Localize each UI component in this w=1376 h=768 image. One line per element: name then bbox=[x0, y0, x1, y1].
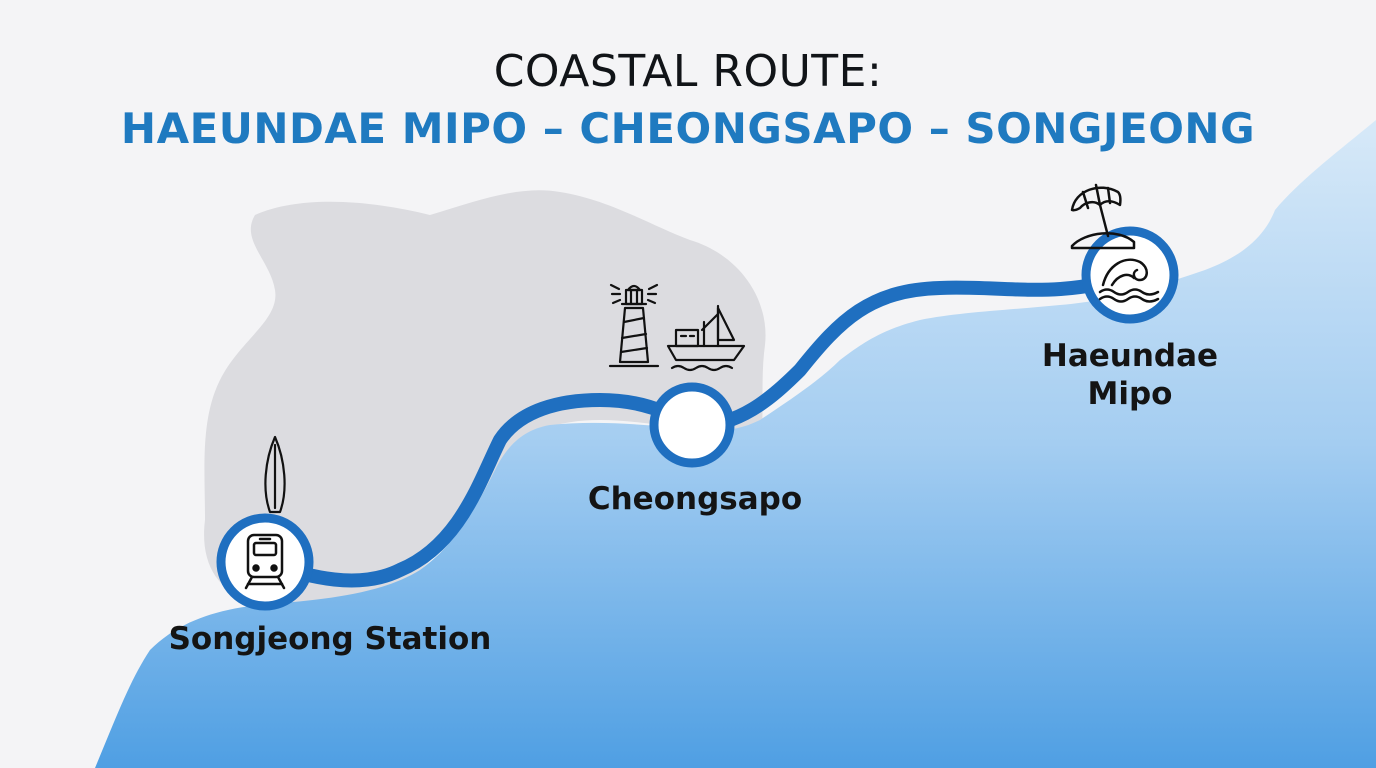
stop-cheongsapo[interactable] bbox=[649, 382, 735, 468]
stop-songjeong-station[interactable] bbox=[216, 513, 314, 611]
lighthouse-icon bbox=[608, 283, 660, 368]
fishing-boat-icon bbox=[666, 304, 746, 372]
train-icon bbox=[244, 533, 286, 590]
wave-icon bbox=[1098, 258, 1160, 303]
stop-label-haeundae-mipo: Haeundae Mipo bbox=[1030, 337, 1230, 413]
surfboard-icon bbox=[264, 435, 286, 514]
stop-haeundae-mipo[interactable] bbox=[1081, 226, 1179, 324]
route-subtitle: HAEUNDAE MIPO – CHEONGSAPO – SONGJEONG bbox=[120, 104, 1256, 153]
beach-umbrella-icon bbox=[1070, 183, 1136, 250]
sea-area bbox=[95, 120, 1376, 768]
stop-label-cheongsapo: Cheongsapo bbox=[587, 481, 803, 517]
stop-label-haeundae-line2: Mipo bbox=[1087, 376, 1173, 412]
stop-label-songjeong-station: Songjeong Station bbox=[168, 621, 492, 657]
map-title: COASTAL ROUTE: bbox=[493, 46, 883, 97]
stop-label-haeundae-line1: Haeundae bbox=[1041, 338, 1219, 374]
